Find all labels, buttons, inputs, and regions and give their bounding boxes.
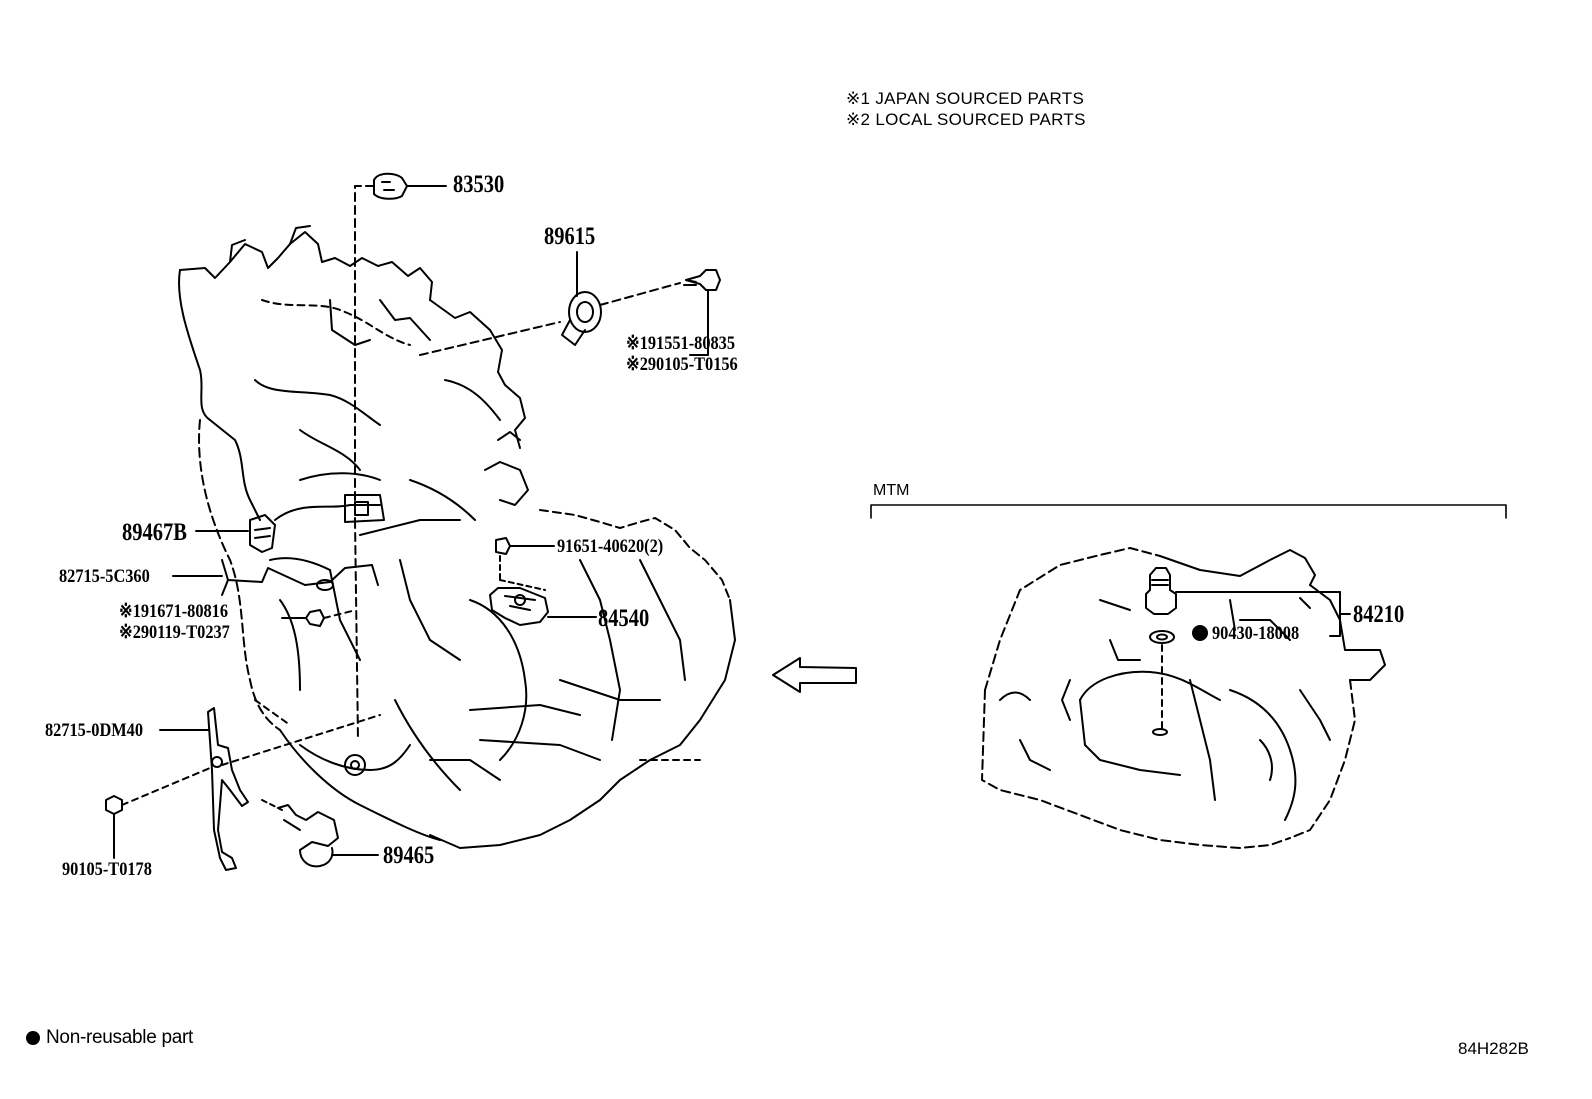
transmission-outline (981, 547, 1386, 849)
non-reusable-legend-marker (26, 1031, 40, 1045)
part-label-84210[interactable]: 84210 (1353, 601, 1405, 628)
engine-block-outline (178, 225, 736, 849)
part-label-91551-80835[interactable]: ※191551-80835 (626, 333, 736, 354)
part-89467b-shape (195, 494, 385, 553)
mtm-label: MTM (873, 482, 910, 499)
non-reusable-legend-text: Non-reusable part (46, 1027, 193, 1048)
non-reusable-marker-90430 (1192, 625, 1208, 641)
part-label-82715-0dm40[interactable]: 82715-0DM40 (45, 720, 144, 741)
part-label-89467b[interactable]: 89467B (122, 519, 187, 546)
part-label-91651-40620[interactable]: 91651-40620(2) (557, 536, 664, 557)
part-label-90105-t0156[interactable]: ※290105-T0156 (626, 354, 738, 375)
part-83530-shape (354, 172, 447, 741)
part-label-82715-5c360[interactable]: 82715-5C360 (59, 566, 150, 587)
part-label-90430-18008[interactable]: 90430-18008 (1212, 623, 1300, 644)
part-label-90105-t0178[interactable]: 90105-T0178 (62, 859, 152, 880)
part-89615-shape (419, 251, 721, 356)
part-82715-0dm40-shape (159, 707, 249, 871)
bolt-91671-shape (281, 609, 357, 627)
part-label-83530[interactable]: 83530 (453, 171, 505, 198)
part-84210-shape (1145, 567, 1351, 736)
part-89465-shape (261, 799, 379, 868)
part-label-91671-80816[interactable]: ※191671-80816 (119, 601, 229, 622)
part-label-84540[interactable]: 84540 (598, 605, 650, 632)
bolt-90105-t0178-shape (105, 714, 381, 859)
diagram-code: 84H282B (1458, 1039, 1529, 1058)
part-label-90119-t0237[interactable]: ※290119-T0237 (119, 622, 230, 643)
part-84540-shape (489, 537, 597, 626)
legend-note-japan: ※1 JAPAN SOURCED PARTS (846, 89, 1085, 108)
mtm-bracket (870, 504, 1507, 519)
part-label-89465[interactable]: 89465 (383, 842, 435, 869)
part-label-89615[interactable]: 89615 (544, 223, 596, 250)
legend-note-local: ※2 LOCAL SOURCED PARTS (846, 110, 1086, 129)
part-82715-5c360-shape (172, 559, 379, 596)
direction-arrow (772, 657, 857, 693)
